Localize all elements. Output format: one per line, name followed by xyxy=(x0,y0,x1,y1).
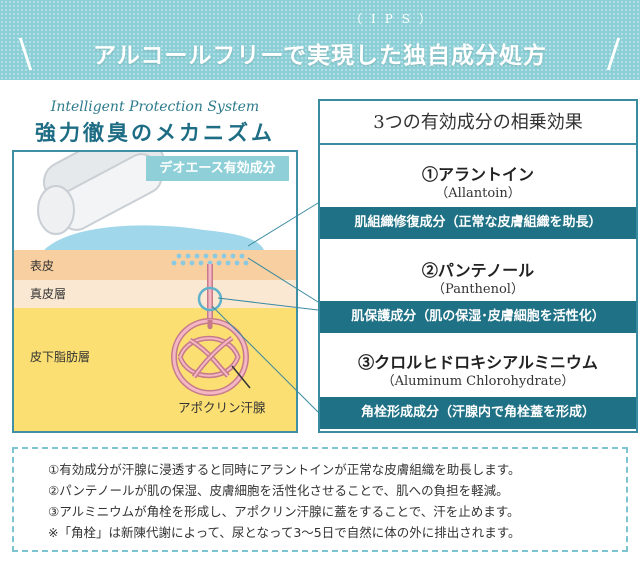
ingredient-1-english: （Allantoin） xyxy=(435,186,521,201)
system-label: Intelligent Protection System xyxy=(50,99,260,115)
mechanism-title: 強力徹臭のメカニズム xyxy=(35,120,275,145)
epidermis-layer xyxy=(14,250,296,280)
header-banner: （IPS） アルコールフリーで実現した独自成分処方 xyxy=(0,0,640,80)
ingredient-2-effect: 肌保護成分（肌の保湿･皮膚細胞を活性化） xyxy=(320,301,636,333)
ingredients-panel: 3つの有効成分の相乗効果 ①アラントイン （Allantoin） 肌組織修復成分… xyxy=(318,99,638,433)
apocrine-gland-label: アポクリン汗腺 xyxy=(178,400,266,415)
note-line-2: ②パンテノールが肌の保湿、皮膚細胞を活性化させることで、肌への負担を軽減。 xyxy=(48,483,509,498)
deo-ace-badge: デオエース有効成分 xyxy=(146,156,289,181)
ingredients-panel-title: 3つの有効成分の相乗効果 xyxy=(320,101,636,145)
ingredient-2-english: （Panthenol） xyxy=(432,282,524,297)
ingredient-1-effect: 肌組織修復成分（正常な皮膚組織を助長） xyxy=(320,207,636,239)
notes-box: ①有効成分が汗腺に浸透すると同時にアラントインが正常な皮膚組織を助長します。 ②… xyxy=(12,447,628,552)
ingredient-1-name: ①アラントイン xyxy=(421,165,534,184)
epidermis-label: 表皮 xyxy=(30,259,55,273)
gel-shape xyxy=(44,225,264,250)
ingredient-3-effect: 角栓形成成分（汗腺内で角栓蓋を形成） xyxy=(320,397,636,429)
banner-subtitle: （IPS） xyxy=(349,12,441,26)
ingredient-2-name: ②パンテノール xyxy=(421,261,535,280)
subcutaneous-label: 皮下脂肪層 xyxy=(30,350,91,364)
ingredient-dots xyxy=(171,253,249,266)
ingredient-3-name: ③クロルヒドロキシアルミニウム xyxy=(358,353,598,372)
note-line-1: ①有効成分が汗腺に浸透すると同時にアラントインが正常な皮膚組織を助長します。 xyxy=(48,462,521,477)
dermis-label: 真皮層 xyxy=(30,287,67,301)
note-line-4: ※「角栓」は新陳代謝によって、尿となって3～5日で自然に体の外に排出されます。 xyxy=(48,525,521,540)
banner-title: アルコールフリーで実現した独自成分処方 xyxy=(93,42,547,69)
note-line-3: ③アルミニウムが角栓を形成し、アポクリン汗腺に蓋をすることで、汗を止めます。 xyxy=(48,504,520,519)
ingredient-3-english: （Aluminum Chlorohydrate） xyxy=(381,374,575,389)
